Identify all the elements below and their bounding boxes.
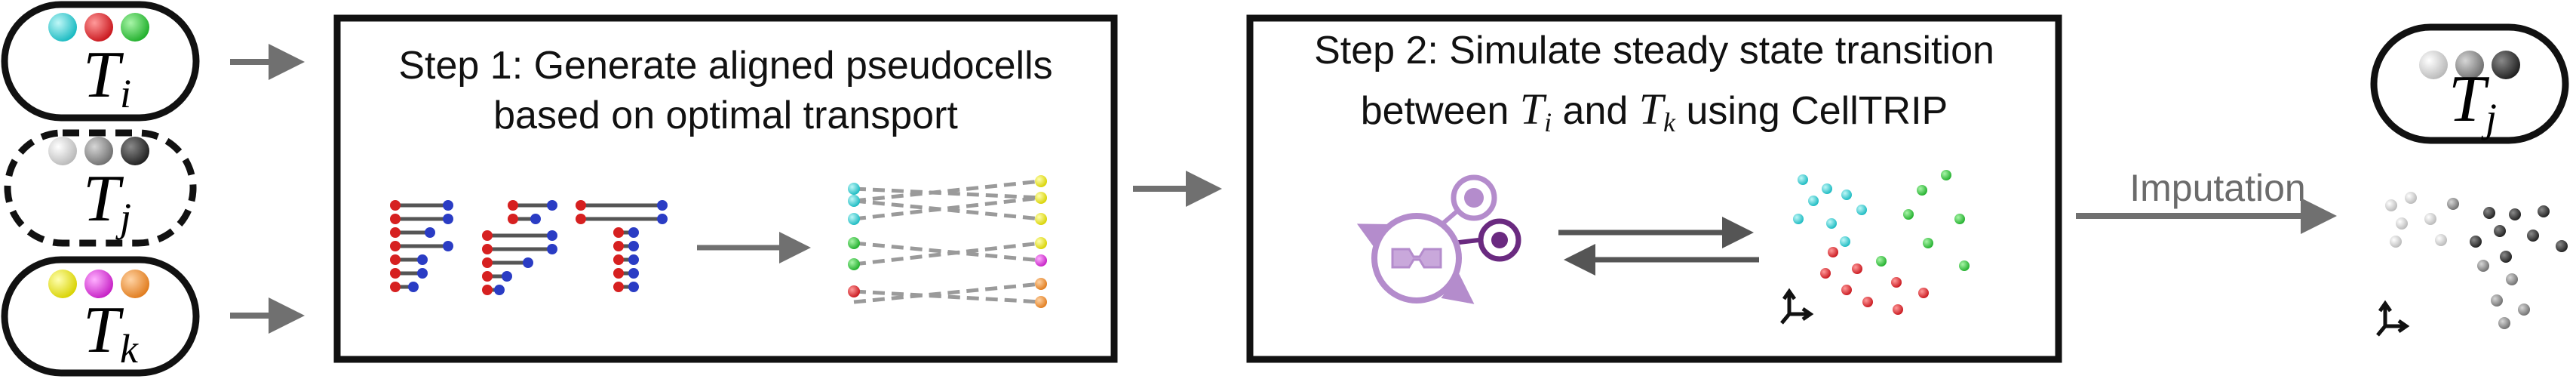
imputed-axes-icon: [2376, 300, 2410, 337]
cell-agent-icon: [1356, 174, 1521, 304]
modality-i-dot-cyan: [48, 13, 77, 42]
modality-k-dot-yellow: [48, 270, 77, 298]
modality-k-capsule: Tk: [1, 256, 200, 377]
step2-title-line2: between Ti and Tk using CellTRIP: [1361, 85, 1948, 137]
step2-box: Step 2: Simulate steady state transition…: [1246, 14, 2062, 363]
imputed-dot-mid: [2455, 51, 2484, 79]
modality-j-dot-dark: [121, 137, 149, 165]
transport-links: [853, 179, 1042, 304]
imputed-dot-dark: [2492, 51, 2520, 79]
modality-j-dot-light: [48, 137, 77, 165]
pseudocell-matrix-1: [390, 200, 453, 292]
step1-title-line1: Step 1: Generate aligned pseudocells: [398, 44, 1052, 88]
modality-i-label: Ti: [83, 39, 131, 116]
simulated-cell-cloud: [1793, 170, 1970, 315]
step1-box: Step 1: Generate aligned pseudocells bas…: [333, 14, 1118, 363]
modality-i-dot-green: [121, 13, 149, 42]
modality-k-dot-orange: [121, 270, 149, 298]
imputed-modality-capsule: Tj: [2370, 23, 2569, 144]
imputed-modality-label: Tj: [2449, 63, 2497, 140]
modality-k-dot-magenta: [84, 270, 113, 298]
modality-i-capsule: Ti: [1, 1, 200, 122]
step2-title-line1: Step 2: Simulate steady state transition: [1314, 29, 1994, 72]
pseudocell-matrix-2: [482, 200, 557, 295]
modality-j-capsule: Tj: [4, 129, 197, 247]
modality-j-dot-mid: [84, 137, 113, 165]
modality-j-label: Tj: [83, 162, 131, 240]
source-pseudocells: [848, 183, 860, 297]
axes-icon: [1780, 288, 1814, 325]
imputed-dot-light: [2419, 51, 2448, 79]
step1-title-line2: based on optimal transport: [493, 94, 958, 137]
modality-i-dot-red: [84, 13, 113, 42]
imputed-cell-cloud: [2385, 192, 2568, 329]
imputation-label: Imputation: [2129, 167, 2305, 209]
target-pseudocells: [1035, 175, 1047, 308]
modality-k-label: Tk: [83, 294, 139, 371]
pseudocell-matrix-3: [576, 200, 668, 292]
